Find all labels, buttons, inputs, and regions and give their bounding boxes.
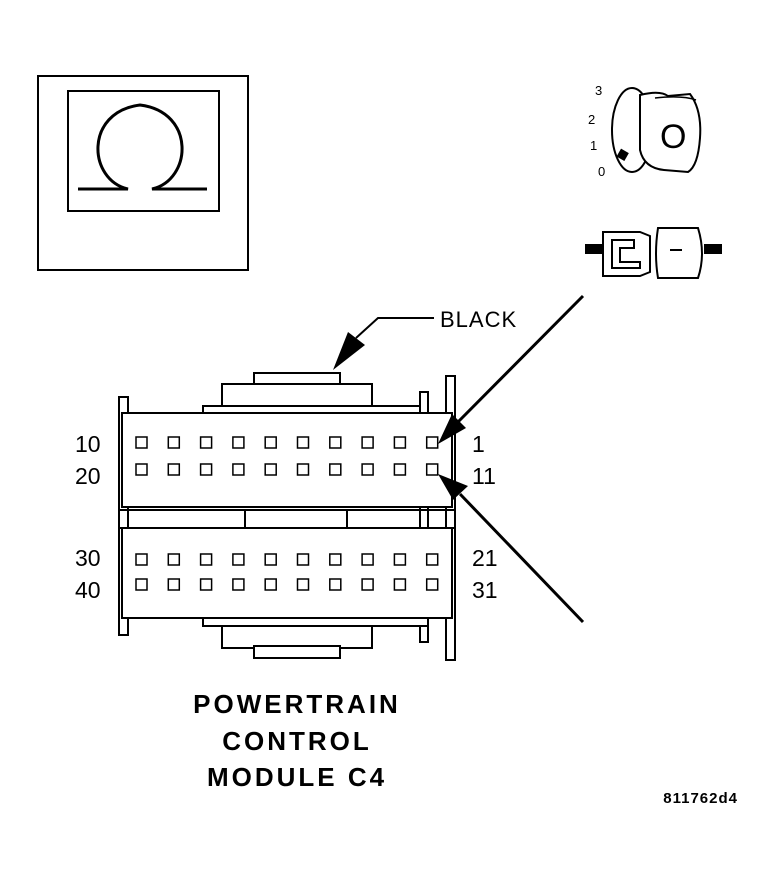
pin-cavity [135,463,148,476]
pin-label-30: 30 [75,545,101,571]
key-position-1: 1 [590,138,597,153]
pin-cavity [199,553,213,566]
pin-cavity [296,463,310,476]
pin-cavity [393,578,407,591]
connector-probe-icon [585,227,722,279]
pin-cavity [425,553,439,566]
key-position-3: 3 [595,83,602,98]
color-callout: BLACK [333,307,517,370]
pin-label-1: 1 [472,431,485,457]
arrow-head-pin11 [438,474,468,500]
pin-cavity [135,553,148,566]
pin-label-11: 11 [472,463,496,489]
figure-id: 811762d4 [663,790,738,807]
pin-cavity [264,463,277,476]
pin-cavity [135,436,148,449]
pin-cavity [329,553,342,566]
pin-cavity [296,553,310,566]
pin-cavity [232,436,245,449]
pin-cavity [393,436,407,449]
pin-cavity [329,463,342,476]
key-label: O [660,118,686,156]
pin-cavity [425,436,439,449]
pin-cavity [264,578,277,591]
connector-body [118,372,456,661]
pin-cavity [296,578,310,591]
pin-grid [135,436,439,591]
pin-number-labels: 10 1 20 11 30 21 40 31 [75,431,498,603]
pin-label-40: 40 [75,577,101,603]
pin-cavity [296,436,310,449]
ignition-key-icon: 3 2 1 0 O [588,83,702,179]
pin-cavity [264,553,277,566]
pin-cavity [135,578,148,591]
pin-label-31: 31 [472,577,498,603]
pin-cavity [199,463,213,476]
pin-cavity [361,436,374,449]
pin-cavity [167,578,181,591]
pin-cavity [167,553,181,566]
key-position-2: 2 [588,112,595,127]
pin-cavity [425,578,439,591]
pin-label-10: 10 [75,431,101,457]
pin-cavity [329,578,342,591]
pin-label-20: 20 [75,463,101,489]
pin-cavity [232,463,245,476]
pin-cavity [393,463,407,476]
connector-title: POWERTRAIN CONTROL MODULE C4 [193,689,401,792]
pin-cavity [199,436,213,449]
pin-cavity [167,436,181,449]
arrow-head-pin1 [438,414,466,444]
probe-arrows [438,294,585,624]
pin-cavity [361,463,374,476]
pin-label-21: 21 [472,545,498,571]
pin-cavity [199,578,213,591]
pin-cavity [425,463,439,476]
title-line-3: MODULE C4 [207,762,387,792]
pin-cavity [361,578,374,591]
pin-cavity [232,553,245,566]
key-position-0: 0 [598,164,605,179]
pin-cavity [393,553,407,566]
pin-cavity [361,553,374,566]
ohmmeter-icon [37,75,249,271]
pin-cavity [232,578,245,591]
title-line-2: CONTROL [222,726,372,756]
pin-cavity [264,436,277,449]
title-line-1: POWERTRAIN [193,689,401,719]
ohm-symbol-icon [78,103,207,191]
pin-cavity [329,436,342,449]
color-label: BLACK [440,307,517,332]
pin-cavity [167,463,181,476]
